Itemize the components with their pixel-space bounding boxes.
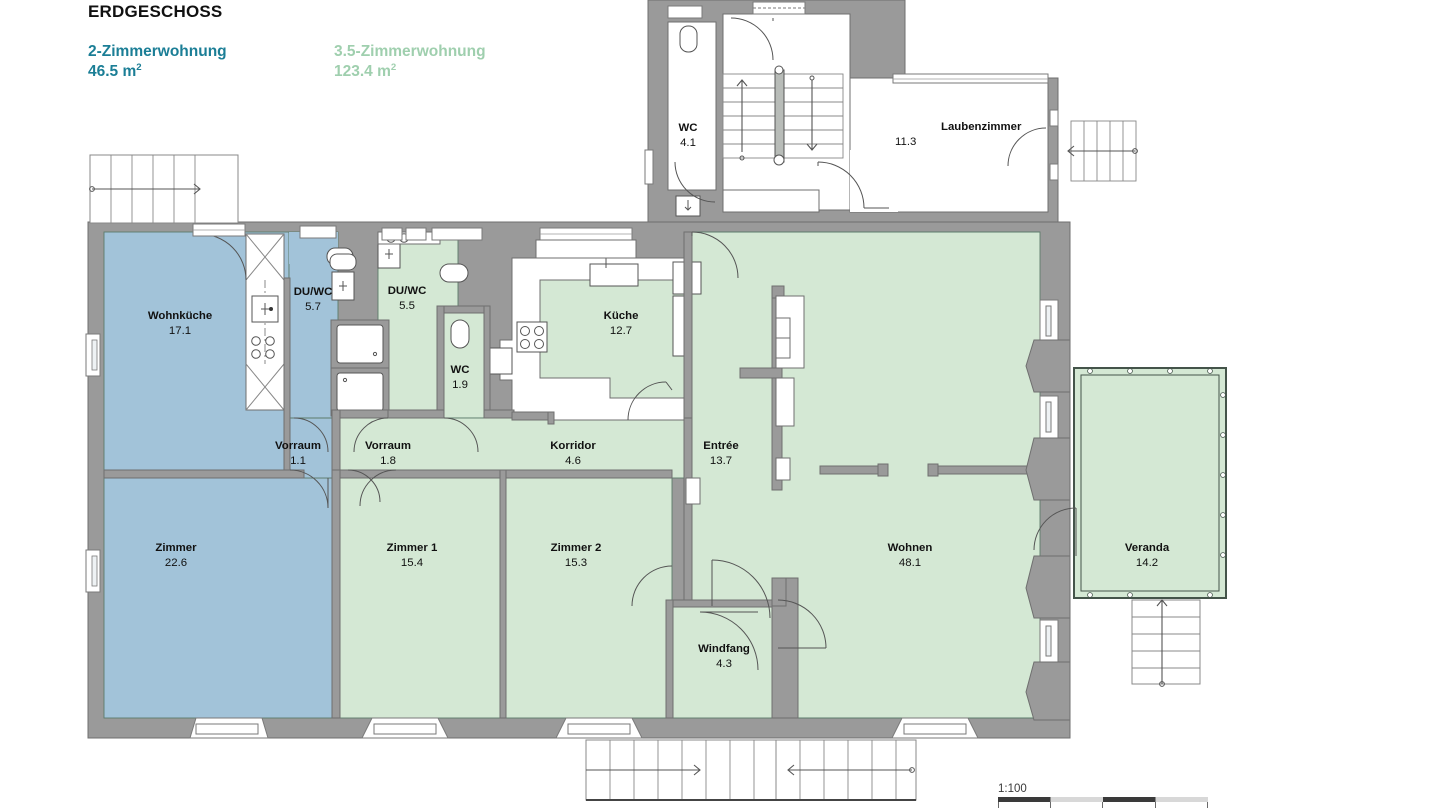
room-area-vorraum-18: 1.8 [380, 455, 396, 467]
room-area-wc-41: 4.1 [680, 137, 696, 149]
room-area-duwc-57: 5.7 [305, 301, 321, 313]
room-area-zimmer: 22.6 [165, 557, 187, 569]
room-label-korridor: Korridor [550, 440, 596, 452]
room-area-vorraum-11: 1.1 [290, 455, 306, 467]
room-area-kueche: 12.7 [610, 325, 632, 337]
room-label-wc-19: WC [451, 364, 470, 376]
legend-blue-label: 2-Zimmerwohnung [88, 43, 227, 60]
room-area-wohnkueche: 17.1 [169, 325, 191, 337]
bathroom-fixtures [326, 231, 513, 417]
legend-blue-area: 46.5 m2 [88, 62, 142, 81]
room-area-zimmer-2: 15.3 [565, 557, 587, 569]
room-label-zimmer-2: Zimmer 2 [551, 542, 602, 554]
room-label-wc-41: WC [679, 122, 698, 134]
legend-item-blue: 2-Zimmerwohnung 46.5 m2 [88, 42, 227, 83]
stair-veranda [1131, 599, 1201, 687]
room-area-veranda: 14.2 [1136, 557, 1158, 569]
room-area-laubenzimmer: 11.3 [895, 136, 916, 148]
kitchen-fittings [485, 227, 702, 421]
exterior-windows [85, 225, 1071, 739]
entree-closet [685, 295, 805, 505]
scale-label: 1:100 [998, 783, 1027, 795]
room-label-vorraum-11: Vorraum [275, 440, 321, 452]
room-label-wohnen: Wohnen [888, 542, 933, 554]
room-area-windfang: 4.3 [716, 658, 732, 670]
legend-green-area: 123.4 m2 [334, 62, 397, 81]
room-label-laubenzimmer: Laubenzimmer [941, 121, 1022, 133]
page-title: ERDGESCHOSS [88, 2, 223, 21]
apartment-blue-rooms [103, 231, 339, 719]
scale-bar [998, 797, 1208, 802]
room-label-zimmer-1: Zimmer 1 [387, 542, 438, 554]
room-label-zimmer: Zimmer [155, 542, 197, 554]
room-area-entree: 13.7 [710, 455, 732, 467]
room-labels: Wohnküche 17.1 Zimmer 22.6 DU/WC 5.7 Vor… [148, 121, 1170, 670]
room-area-zimmer-1: 15.4 [401, 557, 423, 569]
room-area-wc-19: 1.9 [452, 379, 468, 391]
room-label-veranda: Veranda [1125, 542, 1170, 554]
room-area-korridor: 4.6 [565, 455, 581, 467]
room-area-wohnen: 48.1 [899, 557, 921, 569]
room-label-kueche: Küche [604, 310, 639, 322]
stair-balcony-right [1067, 120, 1138, 182]
room-area-duwc-55: 5.5 [399, 300, 415, 312]
room-label-duwc-57: DU/WC [294, 286, 333, 298]
wohnkueche-fittings [192, 223, 285, 411]
room-label-wohnkueche: Wohnküche [148, 310, 212, 322]
door-swings [289, 231, 1077, 671]
scale-ticks [998, 802, 1208, 810]
legend-item-green: 3.5-Zimmerwohnung 123.4 m2 [334, 42, 486, 83]
room-label-entree: Entrée [703, 440, 738, 452]
stair-left-top [89, 154, 239, 224]
room-label-vorraum-18: Vorraum [365, 440, 411, 452]
room-label-windfang: Windfang [698, 643, 750, 655]
legend-green-label: 3.5-Zimmerwohnung [334, 43, 486, 60]
stair-main [722, 65, 844, 166]
room-label-duwc-55: DU/WC [388, 285, 427, 297]
scale-indicator: 1:100 [998, 783, 1208, 810]
stair-bottom-entry [585, 739, 917, 801]
top-block [644, 0, 1138, 223]
